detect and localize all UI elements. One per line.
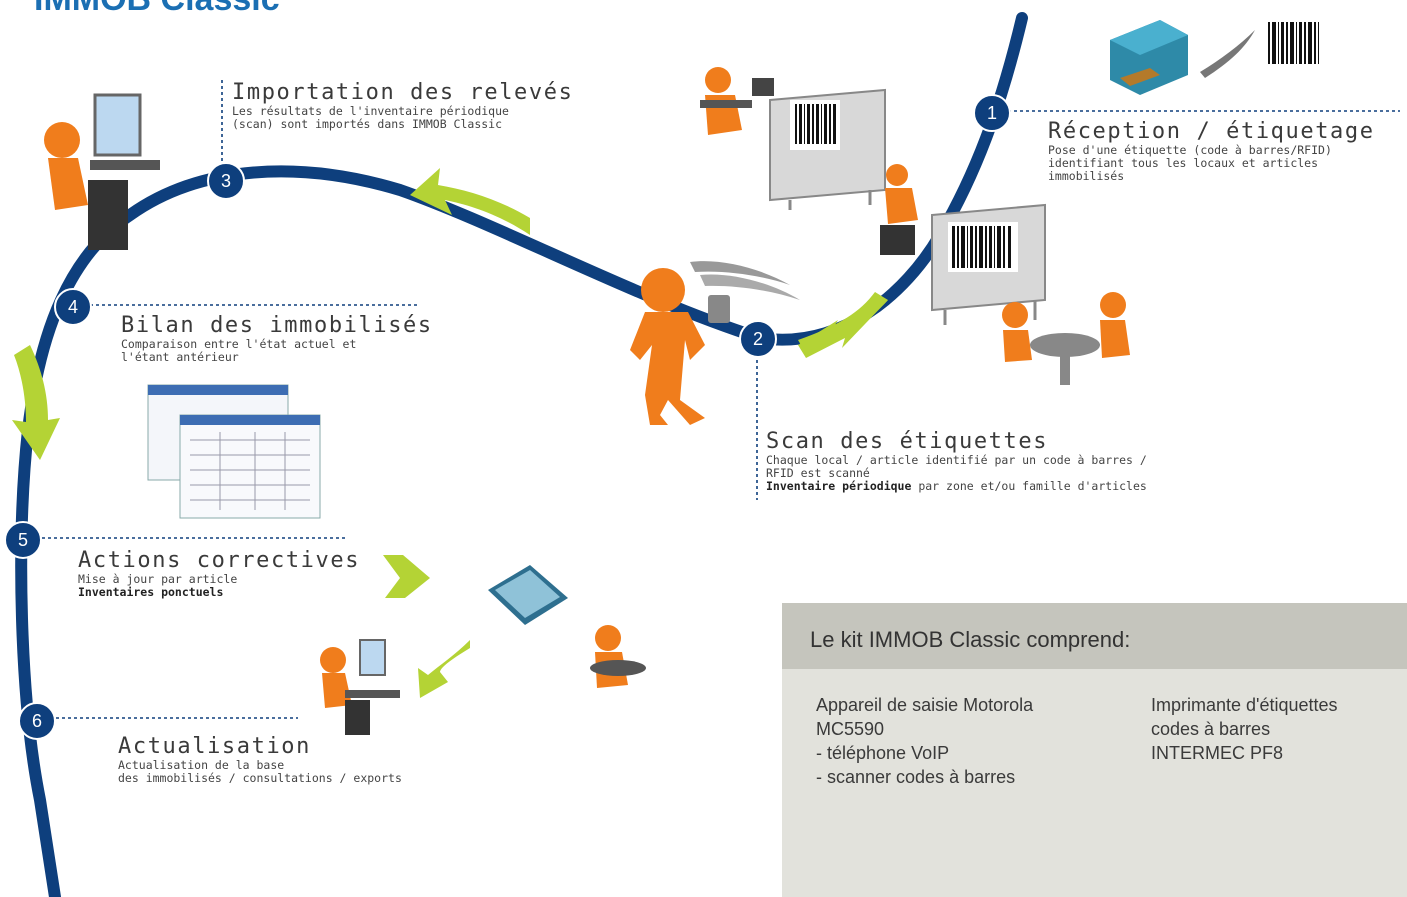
step-2-desc-line-3: Inventaire périodique par zone et/ou fam… <box>766 480 1147 493</box>
step-6-title: Actualisation <box>118 734 311 759</box>
step-6-badge: 6 <box>18 702 56 740</box>
barcode-board-1 <box>769 88 886 210</box>
step-4-badge: 4 <box>54 288 92 326</box>
step-5-label: Actions correctives Mise à jour par arti… <box>78 549 360 599</box>
step-3-desc-line-1: Les résultats de l'inventaire périodique <box>232 104 509 118</box>
barcode-board-2 <box>931 203 1046 325</box>
kit-col-printer: Imprimante d'étiquettes codes à barres I… <box>1151 693 1338 765</box>
step-1-desc-line-3: immobilisés <box>1048 169 1125 183</box>
kit-title: Le kit IMMOB Classic comprend: <box>810 627 1131 652</box>
green-arrow-5 <box>418 640 470 698</box>
step-4-desc-line-2: l'étant antérieur <box>121 350 239 364</box>
kit-device-line-2: MC5590 <box>816 719 885 739</box>
step-2-title: Scan des étiquettes <box>766 429 1049 454</box>
step-2-desc-line-1: Chaque local / article identifié par un … <box>766 453 1147 467</box>
kit-printer-line-3: INTERMEC PF8 <box>1151 743 1284 763</box>
kit-printer-line-1: Imprimante d'étiquettes <box>1151 695 1338 715</box>
printer-illustration <box>1110 20 1319 95</box>
kit-printer-line-2: codes à barres <box>1151 719 1271 739</box>
step-2-bold-rest: par zone et/ou famille d'articles <box>911 479 1147 493</box>
step-3-label: Importation des relevés Les résultats de… <box>232 81 573 131</box>
dashed-connectors <box>42 80 1400 719</box>
step-3-title: Importation des relevés <box>232 80 574 105</box>
step-4-desc-line-1: Comparaison entre l'état actuel et <box>121 337 357 351</box>
step-2-label: Scan des étiquettes Chaque local / artic… <box>766 430 1147 493</box>
kit-device-line-1: Appareil de saisie Motorola <box>816 695 1034 715</box>
step-1-title: Réception / étiquetage <box>1048 119 1375 144</box>
kit-col-device: Appareil de saisie Motorola MC5590 - tél… <box>816 693 1033 789</box>
step-1-desc-line-2: identifiant tous les locaux et articles <box>1048 156 1319 170</box>
step-3-desc-line-2: (scan) sont importés dans IMMOB Classic <box>232 117 503 131</box>
green-arrow-2 <box>410 168 530 235</box>
step-6-desc-line-2: des immobilisés / consultations / export… <box>118 771 402 785</box>
step-3-badge: 3 <box>207 162 245 200</box>
step-2-bold: Inventaire périodique <box>766 479 912 493</box>
step-1-desc-line-1: Pose d'une étiquette (code à barres/RFID… <box>1048 143 1332 157</box>
kit-device-line-4: - scanner codes à barres <box>816 767 1016 787</box>
step-5-desc-line-1: Mise à jour par article <box>78 572 238 586</box>
kit-panel-header <box>782 603 1407 669</box>
green-arrow-1 <box>798 292 888 358</box>
green-arrow-4 <box>383 555 430 598</box>
step-2-badge: 2 <box>739 320 777 358</box>
step-5-badge: 5 <box>4 521 42 559</box>
green-arrow-3 <box>12 345 60 460</box>
step-5-bold: Inventaires ponctuels <box>78 585 224 599</box>
step-4-title: Bilan des immobilisés <box>121 313 433 338</box>
step-5-desc-line-2: Inventaires ponctuels <box>78 586 360 599</box>
page-title: IMMOB Classic <box>34 0 280 19</box>
step-1-badge: 1 <box>973 94 1011 132</box>
step-6-label: Actualisation Actualisation de la base d… <box>118 735 402 785</box>
kit-device-line-3: - téléphone VoIP <box>816 743 950 763</box>
step-1-label: Réception / étiquetage Pose d'une étique… <box>1048 120 1375 183</box>
orange-figures <box>44 67 1130 735</box>
step-6-desc-line-1: Actualisation de la base <box>118 758 285 772</box>
step-4-label: Bilan des immobilisés Comparaison entre … <box>121 314 433 364</box>
report-screenshot <box>147 384 321 519</box>
step-2-desc-line-2: RFID est scanné <box>766 466 870 480</box>
step-5-title: Actions correctives <box>78 548 361 573</box>
